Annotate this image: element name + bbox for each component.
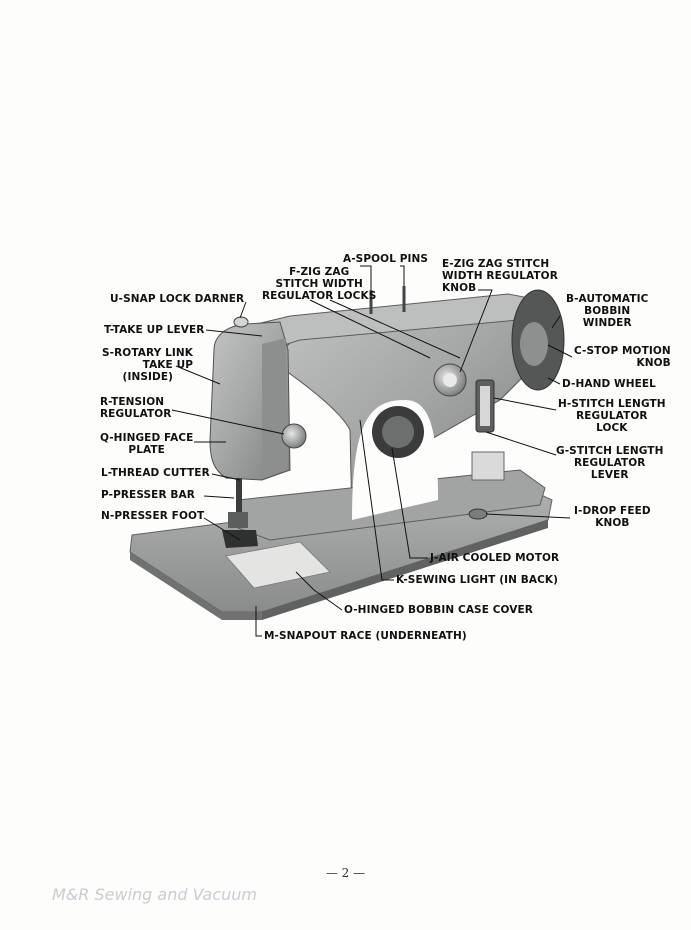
label-c-line1: C-STOP MOTION xyxy=(574,345,671,357)
label-g-line3: LEVER xyxy=(590,469,629,481)
label-h-line1: H-STITCH LENGTH xyxy=(558,398,666,410)
label-r-tension-regulator: R-TENSION REGULATOR xyxy=(100,396,171,420)
label-j-text: J-AIR COOLED MOTOR xyxy=(430,552,560,564)
label-p-text: P-PRESSER BAR xyxy=(101,489,195,501)
label-b-line2: BOBBIN xyxy=(584,305,631,317)
label-h-line2: REGULATOR xyxy=(576,410,648,422)
label-e-zig-zag-knob: E-ZIG ZAG STITCH WIDTH REGULATOR KNOB xyxy=(442,258,558,294)
label-h-stitch-length-lock: H-STITCH LENGTH REGULATOR LOCK xyxy=(558,398,666,434)
label-o-text: O-HINGED BOBBIN CASE COVER xyxy=(344,604,533,616)
label-e-line1: E-ZIG ZAG STITCH xyxy=(442,258,550,270)
label-i-line1: I-DROP FEED xyxy=(574,505,651,517)
label-t-take-up-lever: T-TAKE UP LEVER xyxy=(104,324,205,336)
label-a-text: A-SPOOL PINS xyxy=(343,253,429,265)
label-f-zig-zag-regulator-locks: F-ZIG ZAG STITCH WIDTH REGULATOR LOCKS xyxy=(262,266,376,302)
label-s-line2: TAKE UP xyxy=(142,359,193,371)
label-n-text: N-PRESSER FOOT xyxy=(101,510,205,522)
label-p-presser-bar: P-PRESSER BAR xyxy=(101,489,195,501)
label-d-hand-wheel: D-HAND WHEEL xyxy=(562,378,656,390)
label-d-text: D-HAND WHEEL xyxy=(562,378,656,390)
label-f-line2: STITCH WIDTH xyxy=(275,278,363,290)
label-l-thread-cutter: L-THREAD CUTTER xyxy=(101,467,210,479)
label-m-snapout-race: M-SNAPOUT RACE (UNDERNEATH) xyxy=(264,630,467,642)
label-u-snap-lock-darner: U-SNAP LOCK DARNER xyxy=(110,293,244,305)
label-g-stitch-length-lever: G-STITCH LENGTH REGULATOR LEVER xyxy=(556,445,663,481)
label-o-hinged-bobbin-case-cover: O-HINGED BOBBIN CASE COVER xyxy=(344,604,533,616)
label-f-line1: F-ZIG ZAG xyxy=(289,266,350,278)
label-m-text: M-SNAPOUT RACE (UNDERNEATH) xyxy=(264,630,467,642)
label-a-spool-pins: A-SPOOL PINS xyxy=(343,253,428,265)
machine-body xyxy=(209,286,565,548)
label-q-line2: PLATE xyxy=(128,444,165,456)
label-f-line3: REGULATOR LOCKS xyxy=(262,290,377,302)
label-g-line2: REGULATOR xyxy=(573,457,646,469)
label-s-line1: S-ROTARY LINK xyxy=(102,347,193,359)
label-l-text: L-THREAD CUTTER xyxy=(101,467,210,479)
label-s-rotary-link-take-up: S-ROTARY LINK TAKE UP (INSIDE) xyxy=(97,347,193,383)
label-u-text: U-SNAP LOCK DARNER xyxy=(110,293,245,305)
label-j-air-cooled-motor: J-AIR COOLED MOTOR xyxy=(430,552,559,564)
label-c-stop-motion-knob: C-STOP MOTION KNOB xyxy=(574,345,671,369)
label-e-line2: WIDTH REGULATOR xyxy=(442,270,558,282)
leader-lines xyxy=(171,265,573,637)
label-c-line2: KNOB xyxy=(636,357,671,369)
label-b-automatic-bobbin-winder: B-AUTOMATIC BOBBIN WINDER xyxy=(566,293,648,329)
label-k-sewing-light: K-SEWING LIGHT (IN BACK) xyxy=(396,574,558,586)
label-n-presser-foot: N-PRESSER FOOT xyxy=(101,510,204,522)
label-t-text: T-TAKE UP LEVER xyxy=(104,324,205,336)
label-b-line3: WINDER xyxy=(582,317,632,329)
label-q-hinged-face-plate: Q-HINGED FACE PLATE xyxy=(100,432,193,456)
label-h-line3: LOCK xyxy=(596,422,628,434)
page-number: — 2 — xyxy=(325,866,366,880)
label-q-line1: Q-HINGED FACE xyxy=(100,432,194,444)
label-s-line3: (INSIDE) xyxy=(122,371,173,383)
label-b-line1: B-AUTOMATIC xyxy=(566,293,649,305)
watermark: M&R Sewing and Vacuum xyxy=(52,885,257,904)
label-i-line2: KNOB xyxy=(595,517,630,529)
label-e-line3: KNOB xyxy=(442,282,477,294)
label-i-drop-feed-knob: I-DROP FEED KNOB xyxy=(574,505,651,529)
label-r-line1: R-TENSION xyxy=(100,396,165,408)
label-r-line2: REGULATOR xyxy=(100,408,172,420)
label-g-line1: G-STITCH LENGTH xyxy=(556,445,664,457)
label-k-text: K-SEWING LIGHT (IN BACK) xyxy=(396,574,559,586)
